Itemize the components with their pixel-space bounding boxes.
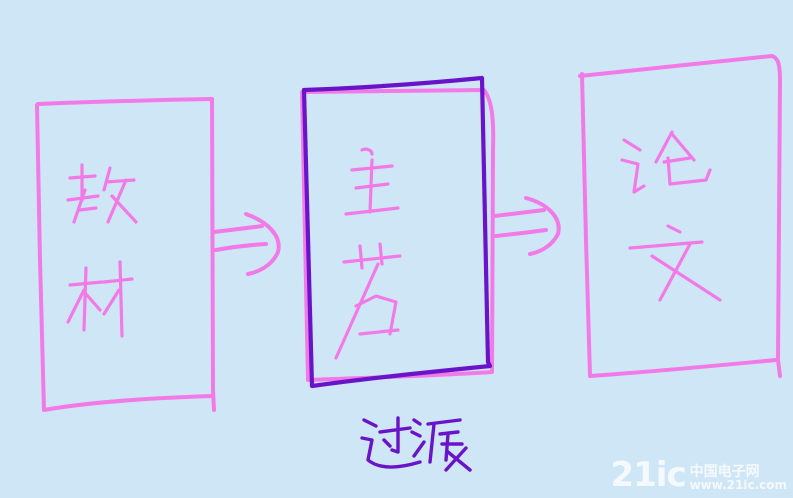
site-watermark: 21ic 中国电子网 www.21ic.com bbox=[610, 458, 787, 492]
node-jiaocai bbox=[35, 97, 216, 412]
node-zhujiao-label bbox=[334, 147, 402, 360]
node-jiaocai-label bbox=[66, 163, 138, 338]
edge-zhujiao-lunwen bbox=[492, 196, 561, 256]
watermark-logo: 21ic bbox=[610, 455, 686, 495]
node-zhujiao-box bbox=[301, 75, 493, 389]
node-zhujiao-outline bbox=[300, 88, 496, 382]
watermark-text: 中国电子网 www.21ic.com bbox=[690, 465, 787, 492]
node-jiaocai-box bbox=[35, 97, 216, 412]
highlight-caption bbox=[360, 416, 472, 472]
edge-jiaocai-zhujiao bbox=[212, 212, 281, 276]
watermark-url: www.21ic.com bbox=[689, 478, 787, 493]
watermark-cn: 中国电子网 bbox=[689, 463, 760, 480]
node-lunwen-label bbox=[620, 130, 722, 302]
node-lunwen bbox=[578, 54, 782, 378]
node-lunwen-box bbox=[578, 54, 782, 378]
